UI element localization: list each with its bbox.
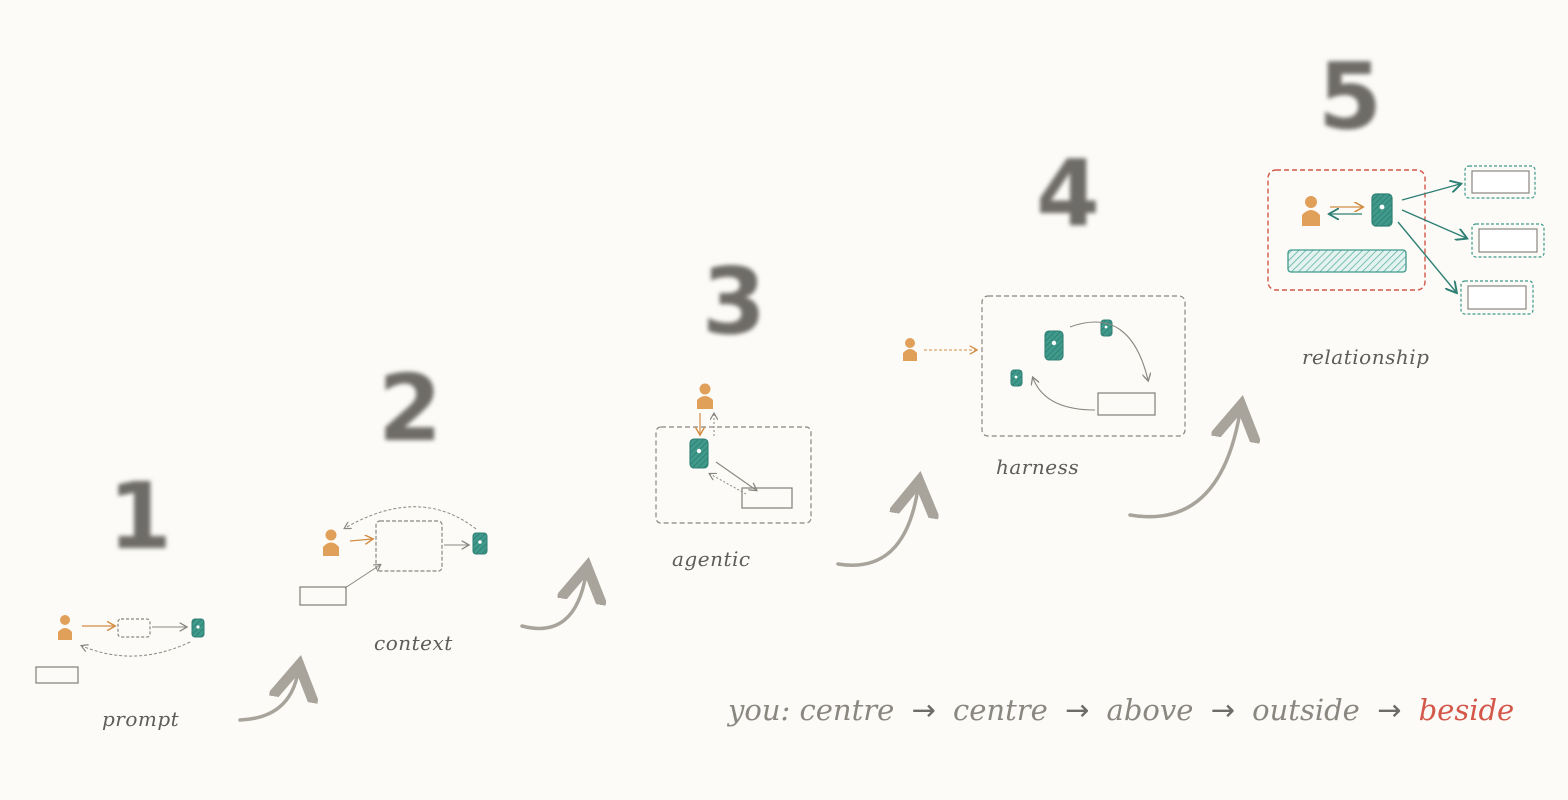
document-box (299, 586, 347, 606)
human-icon (58, 615, 72, 640)
human-icon (903, 338, 917, 361)
shared-memory-bar (1287, 249, 1407, 273)
delegate-box-2 (1471, 223, 1545, 258)
delegate-box-3 (1460, 280, 1534, 315)
stage-5-sketch (1267, 165, 1545, 315)
summary-arrow-4: → (1377, 693, 1401, 727)
stage-number-2: 2 (378, 355, 442, 462)
prompt-box (117, 618, 151, 638)
human-icon (1302, 196, 1320, 226)
stage-label-agentic: agentic (672, 547, 751, 571)
summary-arrow-3: → (1211, 693, 1235, 727)
stage-1-sketch (35, 615, 205, 684)
output-box (35, 666, 79, 684)
stage-label-harness: harness (996, 455, 1079, 479)
tool-box (741, 487, 793, 509)
summary-step-4: outside (1252, 693, 1360, 727)
stage-number-1: 1 (108, 463, 172, 570)
ai-icon-main (1044, 330, 1064, 361)
stage-label-relationship: relationship (1302, 345, 1429, 369)
stage-number-4: 4 (1036, 140, 1100, 247)
summary-step-2: centre (953, 693, 1048, 727)
stage-label-prompt: prompt (102, 707, 180, 731)
harness-frame (981, 295, 1186, 437)
summary-step-5: beside (1419, 693, 1515, 727)
stage-number-5: 5 (1318, 43, 1382, 150)
stage-4-sketch (903, 295, 1186, 437)
progression-arrows (238, 412, 1240, 722)
human-icon (697, 383, 713, 409)
summary-arrow-1: → (912, 693, 936, 727)
ai-icon (191, 618, 205, 638)
stage-label-context: context (374, 631, 453, 655)
ai-icon (689, 438, 709, 469)
stage-3-sketch (655, 383, 812, 524)
summary-step-1: centre (800, 693, 895, 727)
output-box (1097, 392, 1156, 416)
agent-frame (655, 426, 812, 524)
stage-number-3: 3 (702, 248, 766, 355)
context-box (375, 520, 443, 572)
ai-icon (472, 532, 488, 555)
stage-2-sketch (299, 506, 488, 606)
delegate-box-1 (1464, 165, 1536, 199)
summary-line: you: centre → centre → above → outside →… (726, 693, 1514, 727)
summary-prefix: you: (726, 693, 790, 727)
human-icon (323, 529, 339, 556)
progression-arrow-1 (238, 672, 298, 722)
ai-icon-sub-2 (1010, 369, 1023, 387)
relationship-frame (1267, 169, 1426, 291)
progression-arrow-2 (520, 574, 586, 631)
progression-arrow-4 (1128, 412, 1240, 519)
summary-arrow-2: → (1065, 693, 1089, 727)
ai-icon (1371, 193, 1393, 227)
progression-arrow-3 (836, 488, 918, 567)
summary-step-3: above (1107, 693, 1194, 727)
